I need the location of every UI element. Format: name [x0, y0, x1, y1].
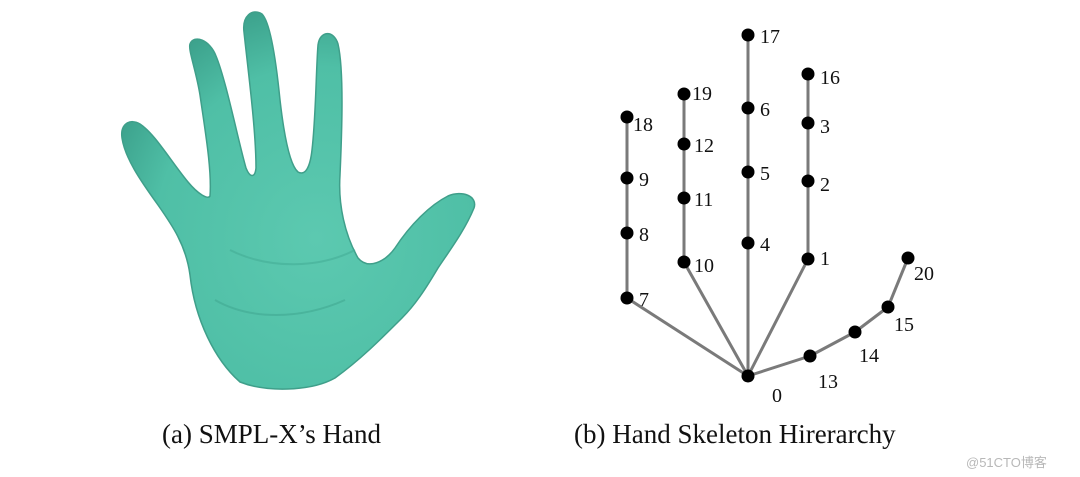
joint-9: [620, 171, 634, 185]
joint-label-3: 3: [820, 116, 830, 138]
joint-3: [801, 116, 815, 130]
joint-label-20: 20: [914, 263, 934, 285]
joint-label-10: 10: [694, 255, 714, 277]
joint-label-13: 13: [818, 371, 838, 393]
joint-4: [741, 236, 755, 250]
joint-1: [801, 252, 815, 266]
joint-label-0: 0: [772, 385, 782, 407]
smplx-hand-illustration: [121, 11, 476, 390]
joint-13: [803, 349, 817, 363]
joint-2: [801, 174, 815, 188]
joint-14: [848, 325, 862, 339]
joint-label-8: 8: [639, 224, 649, 246]
joint-12: [677, 137, 691, 151]
bone-14-15: [854, 305, 889, 334]
joint-label-16: 16: [820, 67, 840, 89]
joint-label-2: 2: [820, 174, 830, 196]
joint-label-7: 7: [639, 289, 649, 311]
joint-11: [677, 191, 691, 205]
joint-label-1: 1: [820, 248, 830, 270]
joint-label-18: 18: [633, 114, 653, 136]
joint-label-11: 11: [694, 189, 713, 211]
joint-5: [741, 165, 755, 179]
bone-0-10: [682, 261, 750, 377]
joint-20: [901, 251, 915, 265]
joint-10: [677, 255, 691, 269]
joint-16: [801, 67, 815, 81]
hand-mesh-crease: [229, 249, 356, 266]
joint-6: [741, 101, 755, 115]
joint-17: [741, 28, 755, 42]
joint-19: [677, 87, 691, 101]
bone-0-1: [746, 258, 810, 377]
joint-15: [881, 300, 895, 314]
caption-a: (a) SMPL-X’s Hand: [162, 419, 381, 449]
bone-0-13: [747, 354, 811, 378]
joint-label-15: 15: [894, 314, 914, 336]
joint-label-5: 5: [760, 163, 770, 185]
joint-label-14: 14: [859, 345, 879, 367]
joint-label-6: 6: [760, 99, 770, 121]
hand-mesh-shape: [121, 11, 476, 390]
joint-18: [620, 110, 634, 124]
panel-smplx-hand: (a) SMPL-X’s Hand: [121, 11, 476, 449]
joint-7: [620, 291, 634, 305]
watermark: @51CTO博客: [966, 455, 1047, 470]
joint-label-4: 4: [760, 234, 770, 256]
bone-15-20: [886, 257, 910, 308]
joint-8: [620, 226, 634, 240]
caption-b: (b) Hand Skeleton Hirerarchy: [574, 419, 896, 449]
joint-0: [741, 369, 755, 383]
bone-13-14: [809, 330, 856, 358]
joint-label-12: 12: [694, 135, 714, 157]
joint-label-9: 9: [639, 169, 649, 191]
hand-mesh-crease: [214, 299, 346, 316]
joint-label-19: 19: [692, 83, 712, 105]
bone-0-7: [626, 296, 749, 378]
joint-label-17: 17: [760, 26, 780, 48]
